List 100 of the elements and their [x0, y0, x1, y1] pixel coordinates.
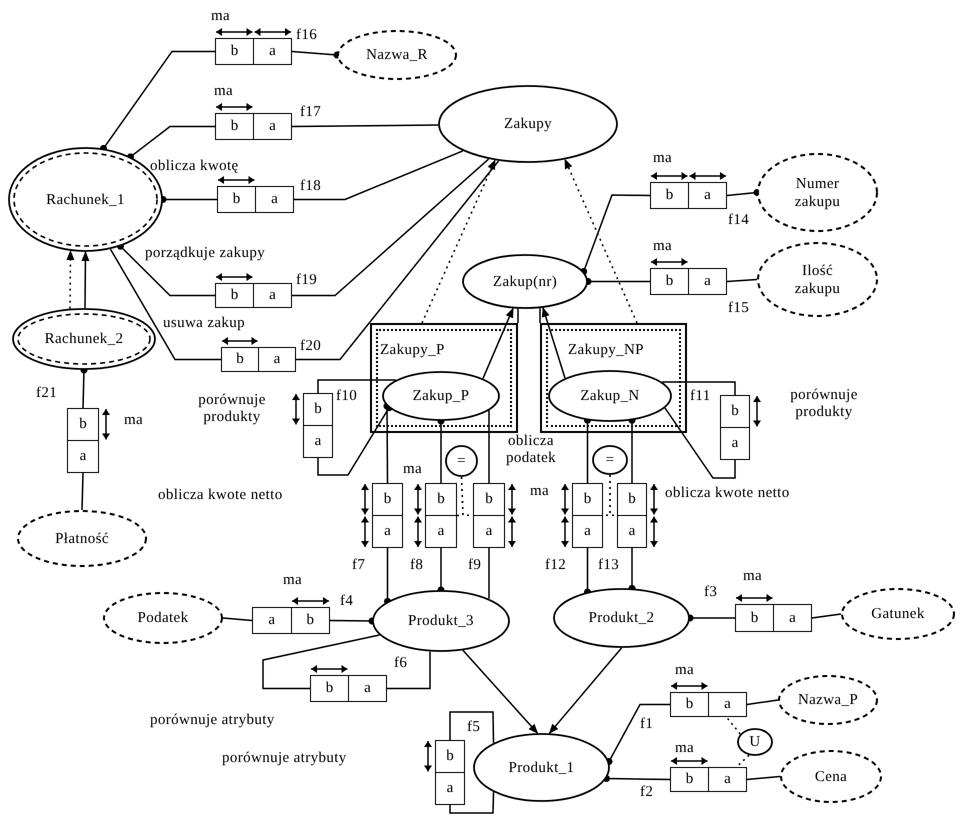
fact-type-box: [215, 283, 292, 308]
role-reading: oblicza podatek: [504, 433, 558, 467]
connector-line: [726, 278, 758, 282]
role-reading: porównuje produkty: [197, 392, 267, 426]
entity-ellipse: [473, 733, 610, 802]
entity-ellipse: [382, 371, 500, 421]
role-reading: porównuje produkty: [789, 387, 859, 421]
role-cell: a: [304, 425, 332, 457]
role-reading: porządkuje zakupy: [145, 245, 266, 262]
connector-line: [222, 617, 252, 622]
fact-name: f17: [300, 104, 322, 121]
node-label: Zakup(nr): [492, 272, 558, 290]
connector-line: [294, 150, 464, 200]
node-label: Nazwa_R: [366, 46, 428, 64]
node-label: Produkt_1: [508, 758, 574, 776]
role-cell-text: b: [484, 490, 494, 509]
role-cell-text: b: [235, 350, 245, 369]
connector-line: [488, 410, 490, 483]
role-cell: a: [253, 39, 291, 64]
connector-line: [262, 634, 380, 690]
role-cell-text: b: [230, 117, 240, 136]
connector-line: [482, 308, 514, 379]
fact-type-box: [650, 268, 727, 295]
fact-type-box: [617, 483, 647, 548]
fact-name: f2: [640, 784, 654, 801]
node-label: Płatność: [55, 530, 109, 548]
role-cell: a: [68, 440, 98, 472]
fact-name: f5: [467, 719, 480, 736]
role-cell-text: b: [232, 190, 242, 209]
connector-line: [384, 402, 390, 483]
value-ellipse: [337, 30, 457, 80]
role-cell: a: [436, 772, 464, 804]
fact-name: f3: [704, 584, 718, 601]
role-reading: porównuje atrybuty: [222, 750, 347, 767]
connector-line: [292, 158, 490, 296]
node-label: Produkt_3: [408, 612, 474, 630]
connector-line: [81, 472, 84, 510]
role-cell: a: [474, 515, 504, 547]
role-cell-text: b: [382, 490, 392, 509]
role-cell-text: b: [664, 186, 674, 205]
connector-line: [387, 652, 431, 690]
role-cell: a: [618, 515, 646, 547]
fact-name: f8: [410, 557, 424, 574]
role-cell-text: b: [78, 415, 88, 434]
fact-name: f11: [690, 388, 711, 405]
role-cell-text: b: [230, 42, 240, 61]
role-cell-text: b: [582, 490, 592, 509]
connector-line: [488, 548, 490, 599]
fact-type-box: [650, 182, 727, 209]
role-cell: a: [573, 515, 602, 547]
fact-type-box: [221, 347, 296, 372]
role-cell: a: [688, 183, 726, 208]
entity-ellipse: [438, 85, 618, 163]
constraint-symbol: U: [749, 733, 761, 751]
entity-ellipse: [462, 254, 588, 309]
value-ellipse: [17, 510, 147, 567]
connector-line: [746, 776, 780, 780]
fact-name: f6: [394, 655, 408, 672]
fact-name: f19: [296, 272, 318, 289]
value-ellipse: [841, 588, 955, 640]
role-reading: usuwa zakup: [163, 315, 246, 332]
role-reading: ma: [653, 150, 672, 167]
value-ellipse: [778, 675, 878, 725]
connector-line: [539, 308, 541, 323]
connector-line: [584, 416, 591, 483]
value-ellipse: [757, 153, 878, 232]
fact-type-box: [67, 408, 99, 473]
fact-name: f21: [36, 385, 58, 402]
role-reading: ma: [403, 461, 422, 478]
connector-line: [584, 548, 591, 596]
node-label: Nazwa_P: [798, 691, 858, 709]
role-cell-text: b: [445, 747, 455, 766]
dotted-connector: [421, 159, 496, 324]
node-label: Gatunek: [871, 605, 925, 623]
node-label: Ilość zakupu: [794, 262, 842, 298]
connector-line: [110, 248, 221, 360]
fact-name: f12: [545, 557, 566, 574]
fact-name: f16: [296, 27, 318, 44]
connector-line: [449, 792, 494, 814]
role-reading: ma: [214, 83, 234, 100]
role-cell-text: b: [436, 490, 446, 509]
fact-type-box: [572, 483, 603, 548]
node-label: Zakup_P: [412, 387, 470, 405]
entity-ellipse: [372, 590, 510, 652]
role-reading: ma: [530, 483, 550, 500]
role-reading: oblicza kwote netto: [665, 485, 790, 502]
connector-line: [517, 308, 519, 323]
fact-type-box: [252, 607, 330, 634]
role-cell-text: b: [730, 402, 740, 421]
node-label: Zakupy: [504, 115, 552, 133]
connector-line: [812, 613, 842, 619]
constraint-circle: [737, 728, 773, 756]
fact-name: f13: [598, 557, 620, 574]
value-ellipse: [757, 242, 878, 317]
connector-line: [746, 699, 778, 706]
dotted-connector: [736, 754, 750, 768]
fact-type-box: [215, 113, 292, 140]
role-reading: ma: [211, 8, 230, 25]
role-reading: porównuje atrybuty: [150, 712, 275, 729]
dotted-connector: [564, 158, 638, 324]
